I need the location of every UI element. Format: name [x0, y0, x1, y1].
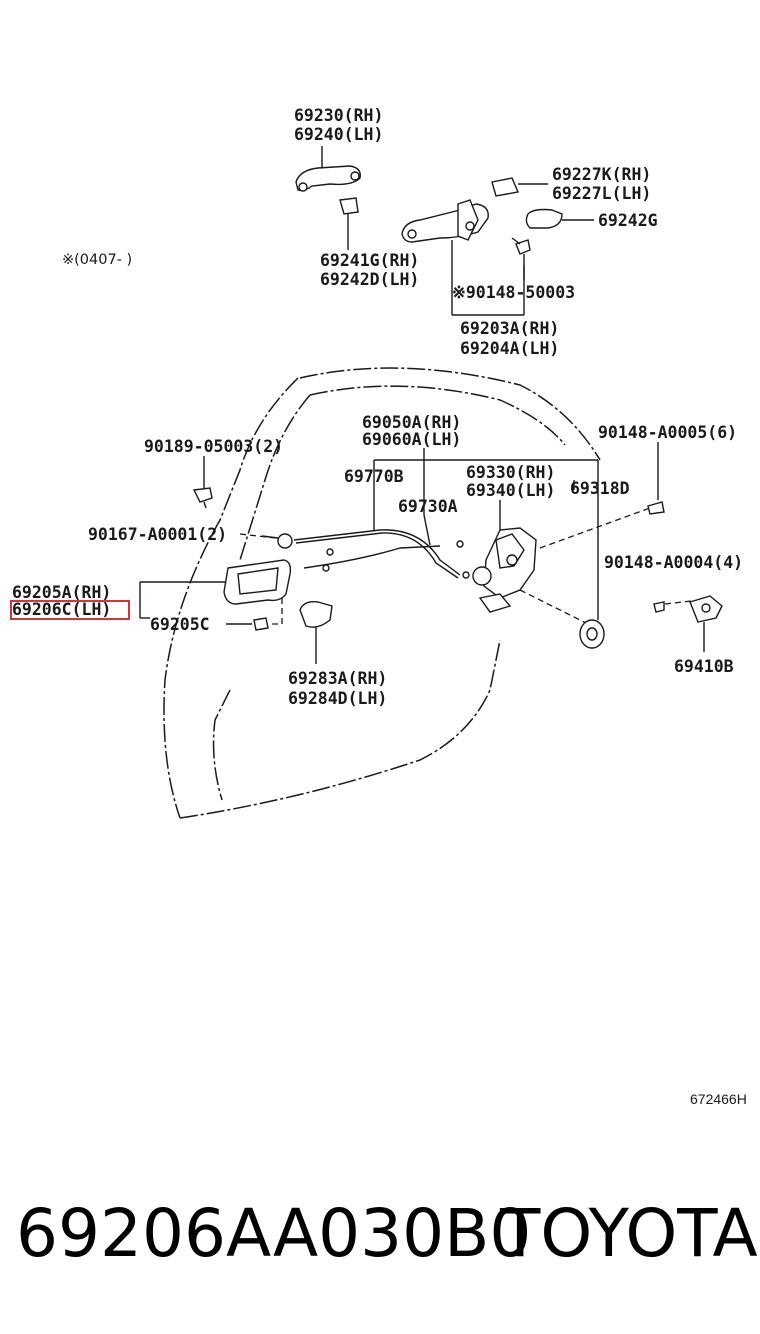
- handle-cap: [491, 177, 548, 197]
- inside-handle: [223, 559, 292, 605]
- handle-bezel: [299, 600, 333, 628]
- control-rods: [293, 529, 470, 579]
- label-69206C: 69206C(LH): [12, 600, 111, 619]
- handle-gasket: [525, 208, 594, 229]
- label-90167-A0001: 90167-A0001(2): [88, 525, 227, 544]
- label-69060A: 69060A(LH): [362, 430, 461, 449]
- label-90148-A0004: 90148-A0004(4): [604, 553, 743, 572]
- label-69242D: 69242D(LH): [320, 270, 419, 289]
- screw-69205C: [253, 617, 269, 631]
- label-69230: 69230(RH): [294, 106, 383, 125]
- screw-90148-50003: [511, 237, 531, 280]
- label-69204A: 69204A(LH): [460, 339, 559, 358]
- label-69730A: 69730A: [398, 497, 458, 516]
- label-69330: 69330(RH): [466, 463, 555, 482]
- highlight-box: [10, 600, 130, 620]
- footer-brand: TOYOTA: [499, 1195, 758, 1272]
- label-69241G: 69241G(RH): [320, 251, 419, 270]
- label-69770B: 69770B: [344, 467, 404, 486]
- label-69240: 69240(LH): [294, 125, 383, 144]
- label-69203A: 69203A(RH): [460, 319, 559, 338]
- label-69227L: 69227L(LH): [552, 184, 651, 203]
- screw-90148-A0005: [647, 501, 665, 515]
- label-90148-A0005: 90148-A0005(6): [598, 423, 737, 442]
- screw-90167: [261, 533, 293, 549]
- label-90189-05003: 90189-05003(2): [144, 437, 283, 456]
- label-90148-50003: ※90148-50003: [452, 283, 575, 302]
- door-striker: [653, 595, 723, 623]
- diagram-ref-code: 672466H: [690, 1091, 747, 1107]
- door-outline: [163, 367, 601, 819]
- date-note: ※(0407- ): [62, 252, 132, 268]
- label-69284D: 69284D(LH): [288, 689, 387, 708]
- outer-handle-frame: [401, 199, 525, 316]
- grommet-69318D: [579, 619, 605, 649]
- label-69242G: 69242G: [598, 211, 658, 230]
- label-69205C: 69205C: [150, 615, 210, 634]
- door-lock-assembly: [472, 527, 537, 613]
- label-69283A: 69283A(RH): [288, 669, 387, 688]
- label-69410B: 69410B: [674, 657, 734, 676]
- dashed-leaders: [239, 507, 701, 626]
- leader-lines: [139, 442, 705, 664]
- handle-pad: [339, 197, 359, 250]
- label-69205A: 69205A(RH): [12, 583, 111, 602]
- label-69050A: 69050A(RH): [362, 413, 461, 432]
- label-69340: 69340(LH): [466, 481, 555, 500]
- clip-90189: [192, 487, 213, 509]
- label-69318D: 69318D: [570, 479, 630, 498]
- label-69227K: 69227K(RH): [552, 165, 651, 184]
- outer-handle-cover: [295, 146, 361, 192]
- footer-part-number: 69206AA030B0: [16, 1195, 531, 1272]
